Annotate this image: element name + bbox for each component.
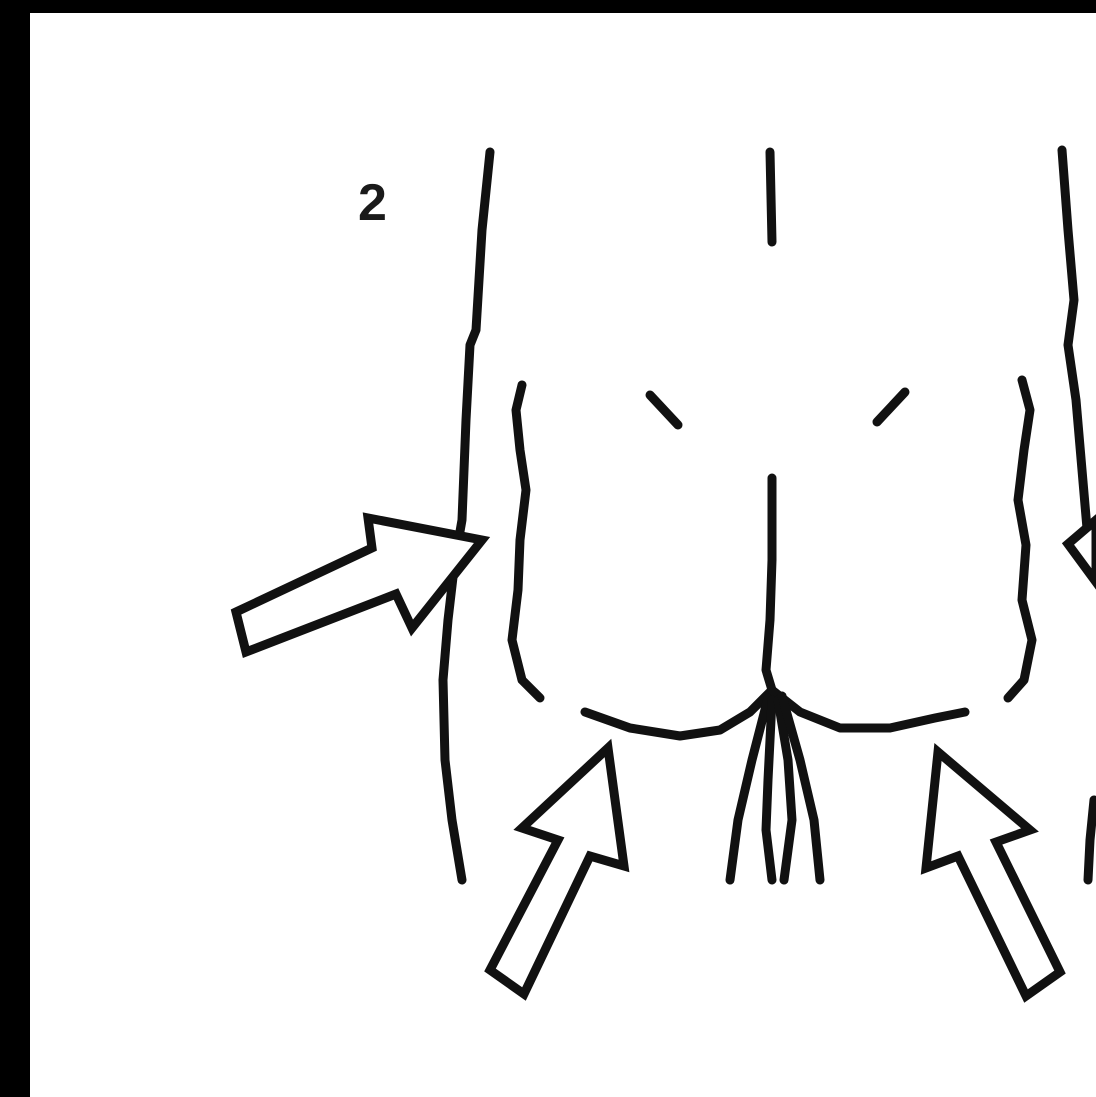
spine-line xyxy=(770,152,772,242)
right-dimple-mark xyxy=(877,392,905,422)
right-gluteal-fold xyxy=(772,690,965,728)
right-fold-arrow-icon xyxy=(926,752,1060,996)
gluteal-cleft xyxy=(766,478,772,690)
figure-number-label: 2 xyxy=(358,174,387,232)
left-gluteal-fold xyxy=(585,690,772,736)
left-dimple-mark xyxy=(650,395,678,425)
left-hip-curve xyxy=(512,385,540,698)
right-lower-contour xyxy=(1088,800,1094,880)
left-fold-arrow-icon xyxy=(490,748,624,994)
right-hip-arrow-icon xyxy=(1068,520,1096,582)
left-body-contour xyxy=(443,152,490,880)
right-hip-curve xyxy=(1008,380,1032,698)
left-mid-thigh-line xyxy=(766,700,772,880)
right-body-contour xyxy=(1062,150,1096,560)
